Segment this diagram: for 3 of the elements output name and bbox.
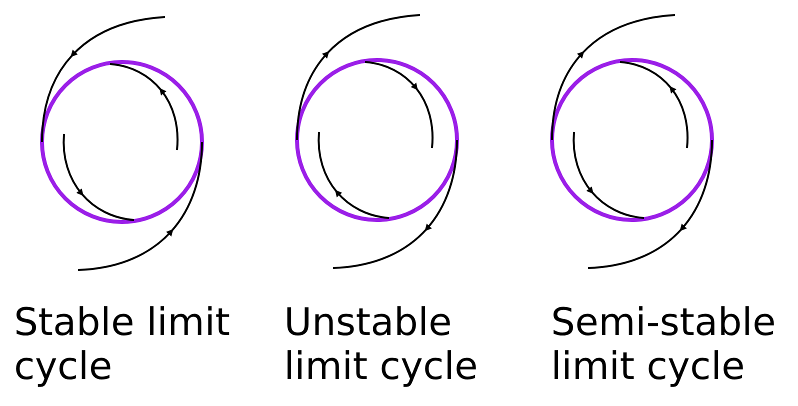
caption-text: Stable limit cycle	[14, 300, 232, 388]
caption-text: Semi-stable limit cycle	[551, 300, 777, 388]
caption-text: Unstable limit cycle	[284, 300, 479, 388]
